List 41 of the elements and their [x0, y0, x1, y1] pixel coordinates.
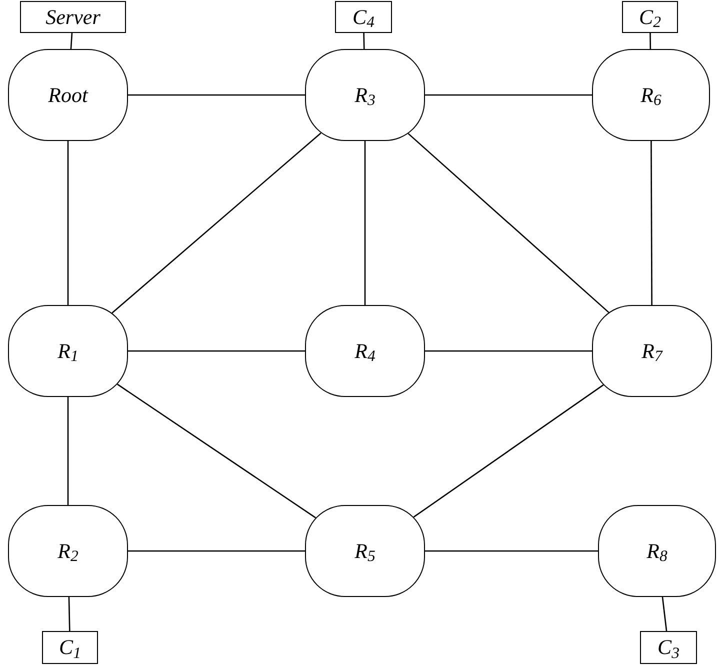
connector-line [128, 94, 305, 96]
connector-line [364, 141, 366, 305]
node-label: C$_{2}$ [639, 6, 661, 28]
node-label: R$_{8}$ [646, 540, 668, 562]
connector-line [128, 550, 305, 552]
connector-line [70, 32, 73, 50]
node-label: C$_{1}$ [59, 637, 81, 658]
connector-line [425, 550, 598, 552]
router-node [8, 305, 128, 397]
node-label: R$_{2}$ [58, 540, 78, 562]
host-box [20, 1, 126, 33]
connector-line [650, 33, 652, 49]
connector-line [363, 32, 365, 50]
host-box [622, 1, 678, 33]
host-box [42, 631, 98, 664]
connector-line [67, 397, 69, 505]
connector-line [112, 132, 322, 314]
connector-line [67, 141, 69, 305]
node-label: R$_{1}$ [58, 340, 78, 362]
node-label: R$_{3}$ [354, 84, 376, 106]
node-label: C$_{3}$ [658, 637, 680, 658]
connector-line [128, 350, 305, 352]
node-label: R$_{7}$ [642, 340, 662, 362]
connector-line [413, 384, 604, 518]
node-label: Server [46, 6, 100, 28]
connector-line [650, 141, 652, 305]
connector-line [425, 350, 592, 352]
router-node [305, 505, 425, 597]
host-box [335, 1, 392, 33]
node-label: R$_{6}$ [640, 84, 662, 106]
connector-line [662, 596, 668, 632]
router-node [592, 305, 712, 397]
node-label: Root [48, 84, 88, 106]
node-label: C$_{4}$ [352, 6, 374, 28]
node-label: R$_{4}$ [354, 340, 376, 362]
connector-line [68, 596, 70, 632]
connector-line [116, 384, 316, 518]
connector-line [408, 133, 610, 313]
host-box [640, 631, 697, 664]
connector-line [425, 94, 592, 96]
node-label: R$_{5}$ [354, 540, 376, 562]
